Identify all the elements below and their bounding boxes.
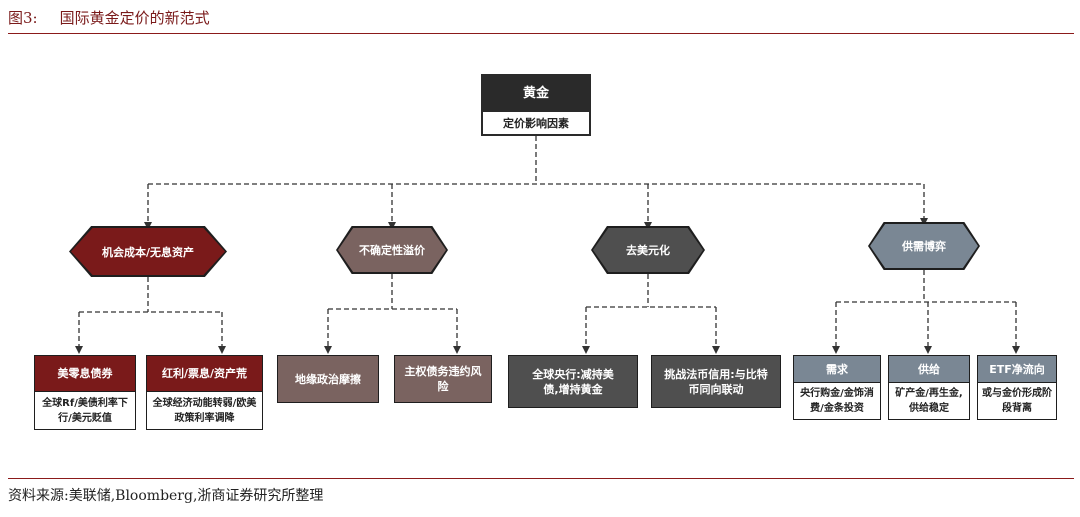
leaf-sovereign-default-risk: 主权债务违约风险 [394, 355, 492, 403]
root-sublabel: 定价影响因素 [481, 112, 591, 136]
figure-title-text: 国际黄金定价的新范式 [59, 9, 210, 27]
branch-supply-demand: 供需博弈 [868, 222, 980, 270]
leaf-demand-detail: 央行购金/金饰消费/金条投资 [793, 382, 881, 420]
leaf-demand: 需求 [793, 355, 881, 383]
branch-label: 去美元化 [593, 228, 703, 272]
branch-opportunity-cost: 机会成本/无息资产 [69, 226, 227, 277]
leaf-geopolitical-friction: 地缘政治摩擦 [277, 355, 379, 403]
branch-uncertainty-premium: 不确定性溢价 [336, 226, 448, 274]
leaf-zero-coupon-treasury: 美零息债券 [34, 355, 136, 392]
leaf-central-bank-buying: 全球央行:减持美债,增持黄金 [508, 355, 638, 408]
leaf-zero-coupon-treasury-detail: 全球Rf/美债利率下行/美元贬值 [34, 391, 136, 430]
leaf-dividend-asset-shortage-detail: 全球经济动能转弱/欧美政策利率调降 [146, 391, 263, 430]
branch-de-dollarization: 去美元化 [591, 226, 705, 274]
connector-lines [75, 136, 1020, 354]
branch-label: 不确定性溢价 [338, 228, 446, 272]
leaf-supply: 供给 [888, 355, 970, 383]
leaf-supply-detail: 矿产金/再生金,供给稳定 [888, 382, 970, 420]
figure-number: 图3: [8, 9, 38, 27]
figure-title: 图3: 国际黄金定价的新范式 [8, 7, 210, 28]
footer-rule [8, 478, 1074, 479]
header-rule [8, 33, 1074, 34]
root-node: 黄金 [481, 74, 591, 112]
leaf-etf-flows: ETF净流向 [977, 355, 1057, 383]
source-note: 资料来源:美联储,Bloomberg,浙商证券研究所整理 [8, 488, 324, 504]
leaf-dividend-asset-shortage: 红利/票息/资产荒 [146, 355, 263, 392]
leaf-fiat-credit-challenge: 挑战法币信用:与比特币同向联动 [651, 355, 781, 408]
leaf-etf-flows-detail: 或与金价形成阶段背离 [977, 382, 1057, 420]
branch-label: 供需博弈 [870, 224, 978, 268]
branch-label: 机会成本/无息资产 [71, 228, 225, 275]
